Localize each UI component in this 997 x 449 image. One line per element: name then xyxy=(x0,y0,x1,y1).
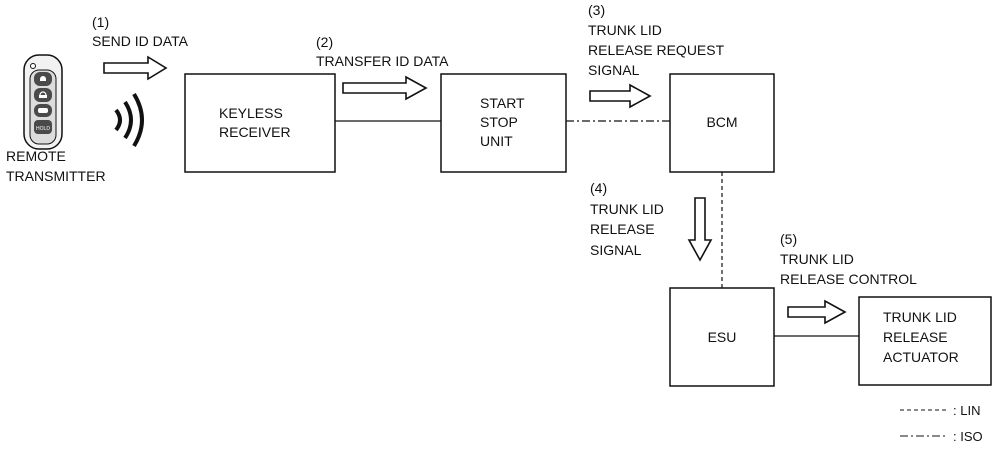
keyless-receiver-box xyxy=(184,73,336,173)
step4-line2: RELEASE xyxy=(590,221,655,237)
signal-waves-icon xyxy=(114,92,144,148)
keyless-receiver-line1: KEYLESS xyxy=(219,105,283,121)
legend-iso-label: : ISO xyxy=(953,429,983,444)
remote-label-line2: TRANSMITTER xyxy=(6,168,106,184)
step4-line1: TRUNK LID xyxy=(590,201,664,217)
step3-line3: SIGNAL xyxy=(588,62,640,78)
trunk-lid-actuator-box xyxy=(858,296,992,386)
step4-line3: SIGNAL xyxy=(590,242,642,258)
esu-label: ESU xyxy=(708,329,737,345)
esu-box xyxy=(669,287,775,387)
legend-lin-label: : LIN xyxy=(953,403,980,418)
actuator-line3: ACTUATOR xyxy=(883,349,959,365)
bcm-label: BCM xyxy=(706,114,737,130)
step2-number: (2) xyxy=(316,34,333,50)
hold-label: HOLD xyxy=(36,126,50,132)
step4-arrow xyxy=(687,197,713,262)
step3-arrow xyxy=(589,83,652,109)
step5-line1: TRUNK LID xyxy=(780,251,854,267)
step4-number: (4) xyxy=(590,180,607,196)
step1-arrow xyxy=(103,55,168,81)
remote-label-line1: REMOTE xyxy=(6,148,66,164)
legend: : LIN : ISO xyxy=(900,403,983,444)
start-stop-line1: START xyxy=(480,95,525,111)
step5-line2: RELEASE CONTROL xyxy=(780,271,917,287)
step2-arrow xyxy=(342,75,428,101)
step1-number: (1) xyxy=(92,14,109,30)
keyless-receiver-line2: RECEIVER xyxy=(219,124,291,140)
step2-label: TRANSFER ID DATA xyxy=(316,53,449,69)
bcm-box xyxy=(669,73,775,173)
start-stop-line3: UNIT xyxy=(480,133,513,149)
step1-label: SEND ID DATA xyxy=(92,33,189,49)
step3-line1: TRUNK LID xyxy=(588,22,662,38)
start-stop-unit-box xyxy=(440,73,567,173)
actuator-line1: TRUNK LID xyxy=(883,309,957,325)
start-stop-line2: STOP xyxy=(480,114,518,130)
step5-number: (5) xyxy=(780,231,797,247)
step3-number: (3) xyxy=(588,2,605,18)
step5-arrow xyxy=(787,299,847,325)
remote-transmitter-icon: HOLD xyxy=(23,54,63,150)
actuator-line2: RELEASE xyxy=(883,329,948,345)
step3-line2: RELEASE REQUEST xyxy=(588,42,725,58)
